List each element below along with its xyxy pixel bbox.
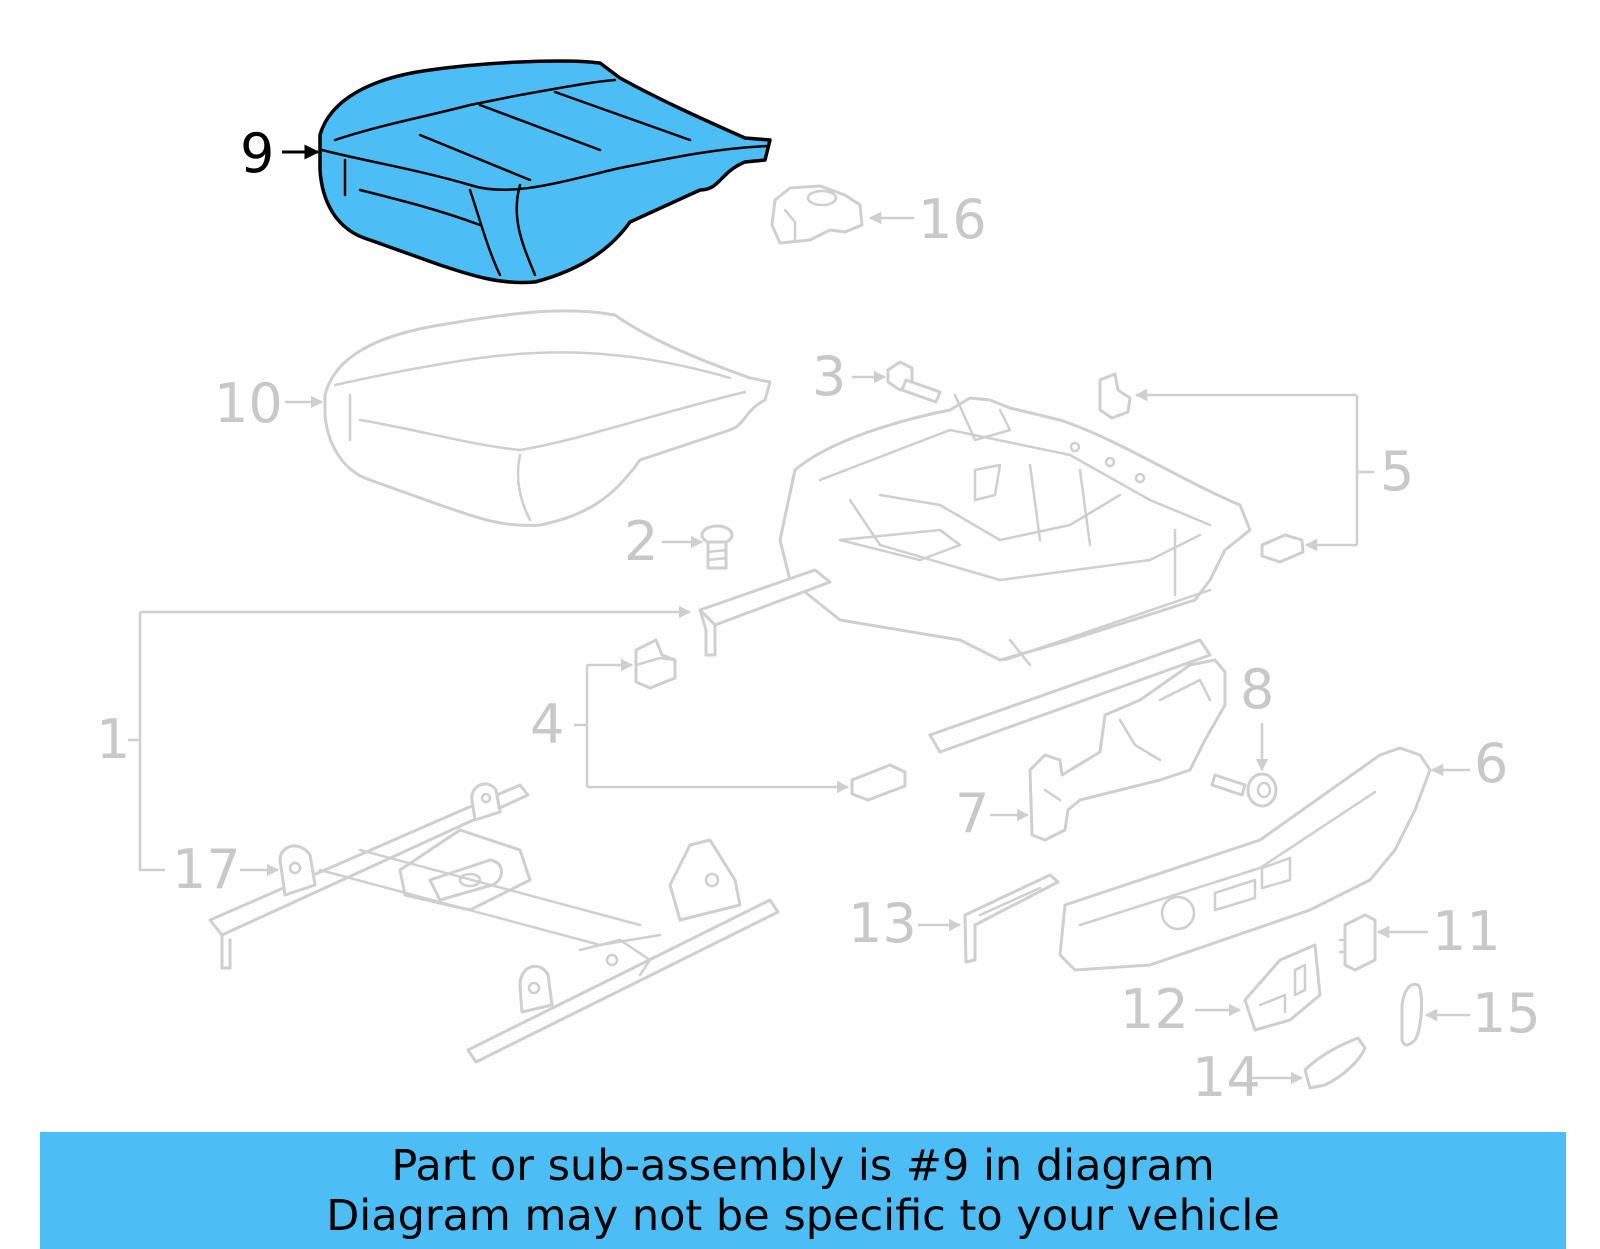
- callout-9[interactable]: 9: [240, 122, 274, 185]
- part-16-bracket[interactable]: [770, 184, 864, 245]
- banner-line-disclaimer: Diagram may not be specific to your vehi…: [326, 1190, 1280, 1241]
- callout-4[interactable]: 4: [530, 693, 564, 756]
- info-banner: Part or sub-assembly is #9 in diagram Di…: [40, 1132, 1566, 1249]
- part-5-clip-upper[interactable]: [1098, 372, 1132, 420]
- callout-11[interactable]: 11: [1432, 900, 1501, 963]
- part-11-switch-knob[interactable]: [1338, 913, 1377, 972]
- part-17-seat-track[interactable]: [208, 782, 780, 1064]
- part-6-side-shield[interactable]: [1058, 746, 1432, 972]
- part-12-seat-switch[interactable]: [1243, 943, 1322, 1032]
- part-15-knob-cap[interactable]: [1400, 982, 1424, 1047]
- part-1-seat-frame[interactable]: [698, 393, 1252, 754]
- callout-12[interactable]: 12: [1120, 978, 1189, 1041]
- callout-8[interactable]: 8: [1240, 658, 1274, 721]
- callout-14[interactable]: 14: [1192, 1046, 1261, 1109]
- callout-17[interactable]: 17: [172, 838, 241, 901]
- part-4-clip-lower[interactable]: [850, 763, 907, 802]
- part-10-seat-cushion-cover[interactable]: [323, 309, 772, 527]
- callout-1[interactable]: 1: [96, 708, 130, 771]
- leader-1: [138, 612, 165, 872]
- callout-3[interactable]: 3: [812, 345, 846, 408]
- part-8-screw[interactable]: [1210, 772, 1278, 808]
- part-13-cover-strip[interactable]: [963, 873, 1060, 964]
- part-2-clip[interactable]: [700, 524, 734, 570]
- callout-10[interactable]: 10: [214, 372, 283, 435]
- part-14-lever-knob[interactable]: [1303, 1036, 1367, 1090]
- part-9-seat-cushion-pad[interactable]: [318, 59, 772, 285]
- callout-16[interactable]: 16: [918, 188, 987, 251]
- banner-line-part-number: Part or sub-assembly is #9 in diagram: [391, 1140, 1215, 1191]
- part-4-clip-upper[interactable]: [634, 638, 677, 690]
- callout-7[interactable]: 7: [955, 782, 989, 845]
- part-5-clip-lower[interactable]: [1260, 533, 1305, 564]
- part-3-bolt[interactable]: [886, 360, 942, 404]
- callout-13[interactable]: 13: [848, 892, 917, 955]
- callout-6[interactable]: 6: [1474, 732, 1508, 795]
- parts-diagram: 9 10 16 3 5 2 1 4 8 6 7 17 13 11 12 15 1…: [96, 59, 1541, 1109]
- callout-15[interactable]: 15: [1472, 982, 1541, 1045]
- callout-2[interactable]: 2: [624, 510, 658, 573]
- callout-5[interactable]: 5: [1380, 440, 1414, 503]
- part-7-panel-bracket[interactable]: [1028, 658, 1227, 842]
